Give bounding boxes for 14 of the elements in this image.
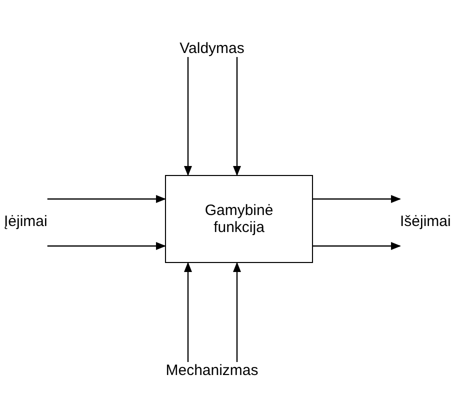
arrow xyxy=(313,242,401,250)
control-label: Valdymas xyxy=(180,40,244,57)
arrow xyxy=(233,57,241,176)
arrow xyxy=(233,262,241,362)
arrow xyxy=(47,242,166,250)
function-name: Gamybinė funkcija xyxy=(204,202,274,236)
function-box xyxy=(165,175,313,263)
mechanism-label: Mechanizmas xyxy=(166,362,258,379)
output-label: Išėjimai xyxy=(400,213,451,230)
arrow xyxy=(313,195,401,203)
input-label: Įėjimai xyxy=(4,213,48,230)
arrow xyxy=(184,57,192,176)
arrow xyxy=(184,262,192,362)
arrow xyxy=(47,195,166,203)
